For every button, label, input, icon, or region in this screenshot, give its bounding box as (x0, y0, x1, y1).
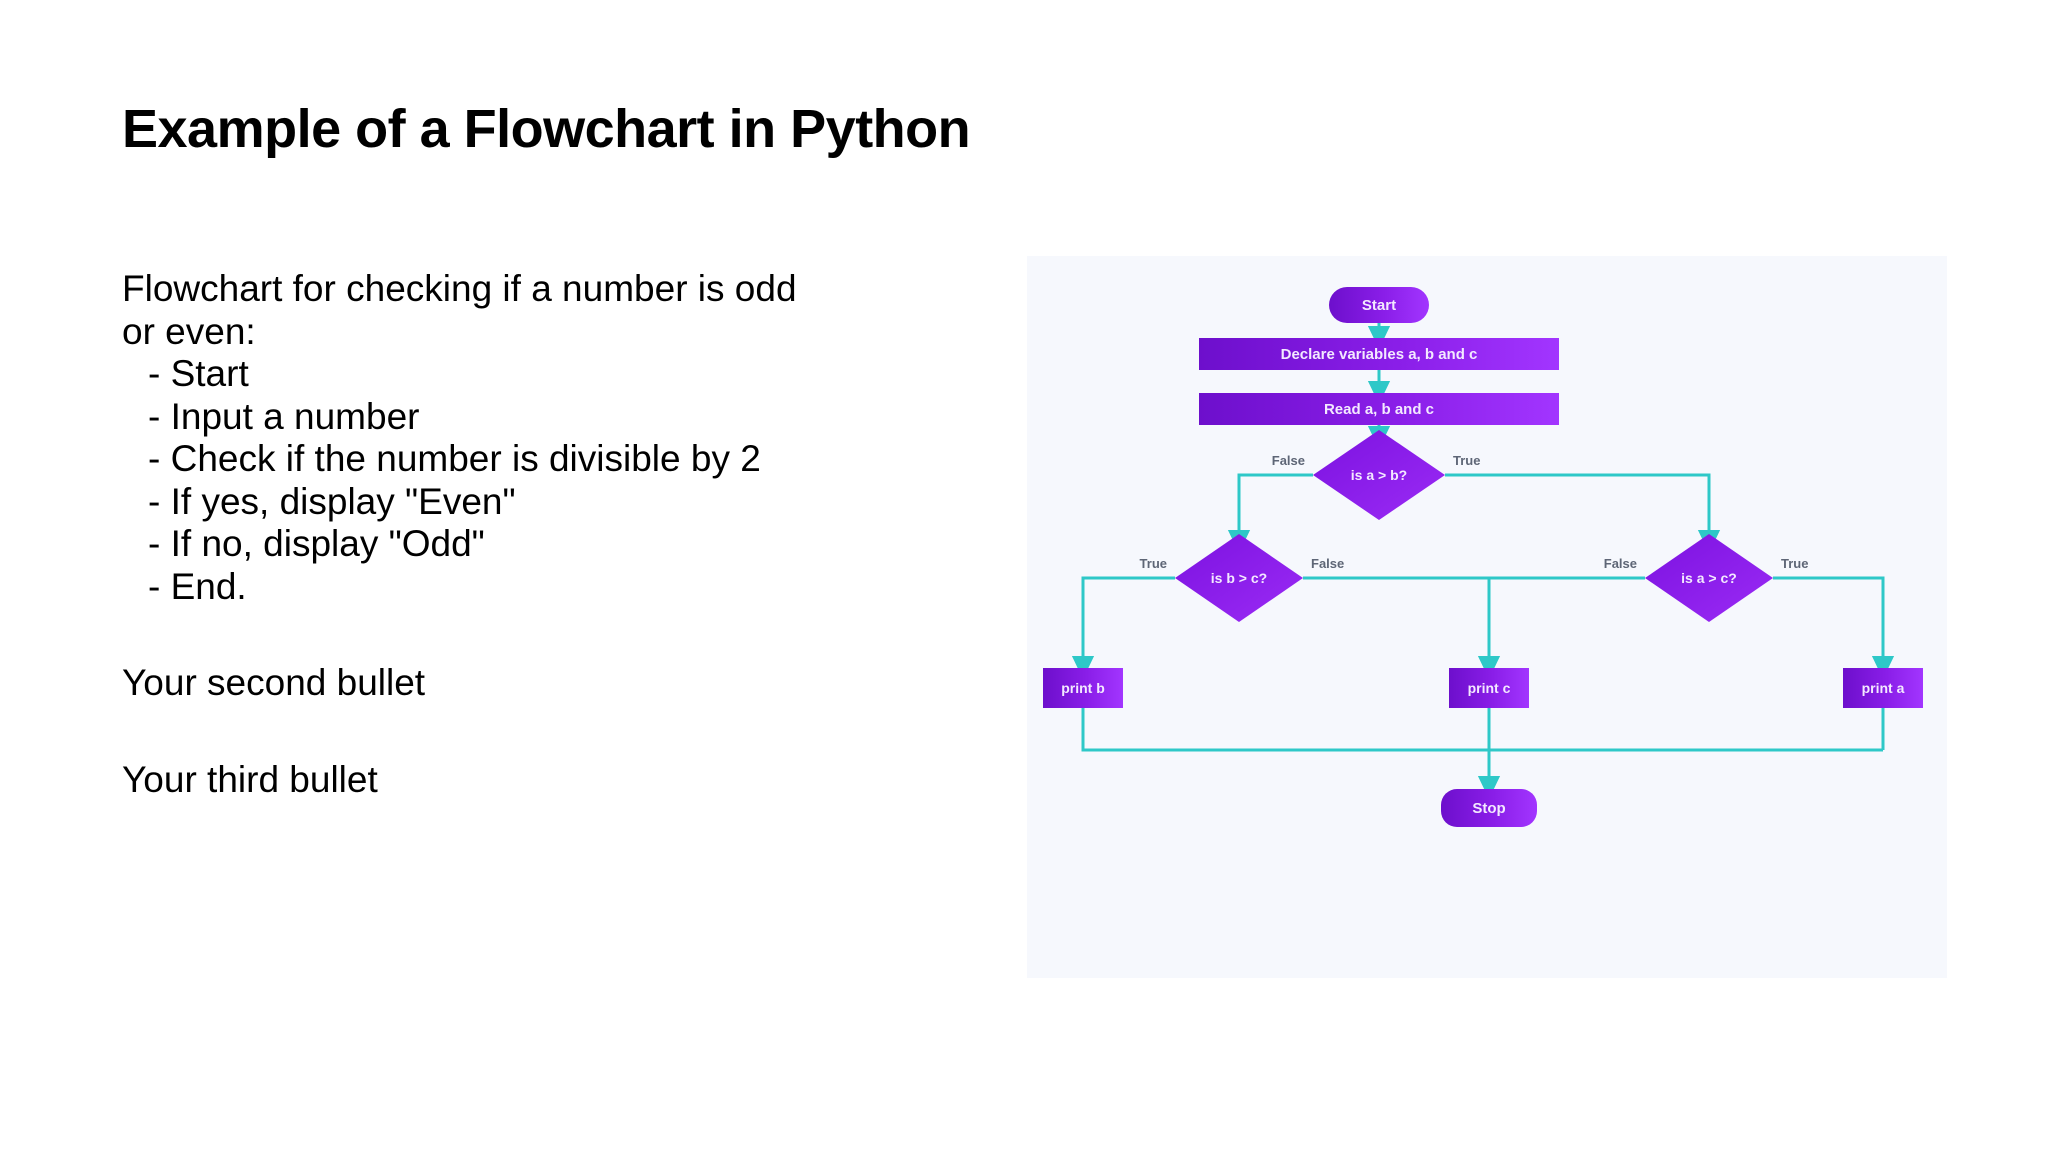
flowchart-diagram: Start Declare variables a, b and c Read … (1043, 287, 1923, 827)
intro-paragraph: Flowchart for checking if a number is od… (122, 268, 982, 353)
node-declare-label: Declare variables a, b and c (1281, 346, 1478, 363)
node-print-a: print a (1843, 668, 1923, 708)
node-read-label: Read a, b and c (1324, 401, 1434, 418)
node-decision-a-gt-c: is a > c? (1645, 534, 1773, 622)
steps-list: - Start - Input a number - Check if the … (122, 353, 982, 608)
edge-label-bc-false: False (1311, 556, 1344, 571)
body-text-block: Flowchart for checking if a number is od… (122, 268, 982, 801)
connector-ac-true-to-print-a (1773, 576, 1895, 680)
flowchart-image: Start Declare variables a, b and c Read … (1027, 256, 1947, 978)
edge-label-ab-true: True (1453, 453, 1480, 468)
list-item: - If yes, display "Even" (148, 480, 516, 522)
node-stop: Stop (1441, 789, 1537, 827)
node-start: Start (1329, 287, 1429, 323)
list-item: - Input a number (148, 395, 420, 437)
list-item: - Start (148, 353, 249, 395)
node-print-c: print c (1449, 668, 1529, 708)
intro-line-1: Flowchart for checking if a number is od… (122, 268, 797, 309)
node-declare-variables: Declare variables a, b and c (1199, 338, 1559, 370)
edge-label-ac-true: True (1781, 556, 1808, 571)
second-bullet: Your second bullet (122, 662, 426, 704)
node-decision-bc-label: is b > c? (1211, 570, 1267, 586)
connector-bc-true-to-print-b (1071, 576, 1175, 680)
edge-label-ab-false: False (1272, 453, 1305, 468)
list-item: - Check if the number is divisible by 2 (148, 438, 761, 480)
node-stop-label: Stop (1472, 800, 1505, 817)
paragraph-spacer-2 (122, 705, 982, 759)
page-title: Example of a Flowchart in Python (122, 99, 971, 159)
edge-label-ac-false: False (1604, 556, 1637, 571)
connector-print-b-to-bus (1081, 708, 1883, 752)
paragraph-spacer-1 (122, 608, 982, 662)
third-bullet: Your third bullet (122, 758, 378, 800)
edge-label-bc-true: True (1140, 556, 1167, 571)
node-decision-b-gt-c: is b > c? (1175, 534, 1303, 622)
connector-ab-false-to-bc (1227, 473, 1313, 554)
node-start-label: Start (1362, 297, 1396, 314)
node-print-a-label: print a (1862, 680, 1905, 696)
node-print-b: print b (1043, 668, 1123, 708)
node-decision-a-gt-b: is a > b? (1313, 430, 1445, 520)
node-print-c-label: print c (1468, 680, 1511, 696)
node-print-b-label: print b (1061, 680, 1105, 696)
connector-ab-true-to-ac (1445, 473, 1721, 554)
list-item: - If no, display "Odd" (148, 523, 485, 565)
node-read-variables: Read a, b and c (1199, 393, 1559, 425)
node-decision-ab-label: is a > b? (1351, 467, 1407, 483)
list-item: - End. (148, 565, 247, 607)
node-decision-ac-label: is a > c? (1681, 570, 1737, 586)
intro-line-2: or even: (122, 310, 256, 352)
connector-group (1071, 321, 1895, 800)
